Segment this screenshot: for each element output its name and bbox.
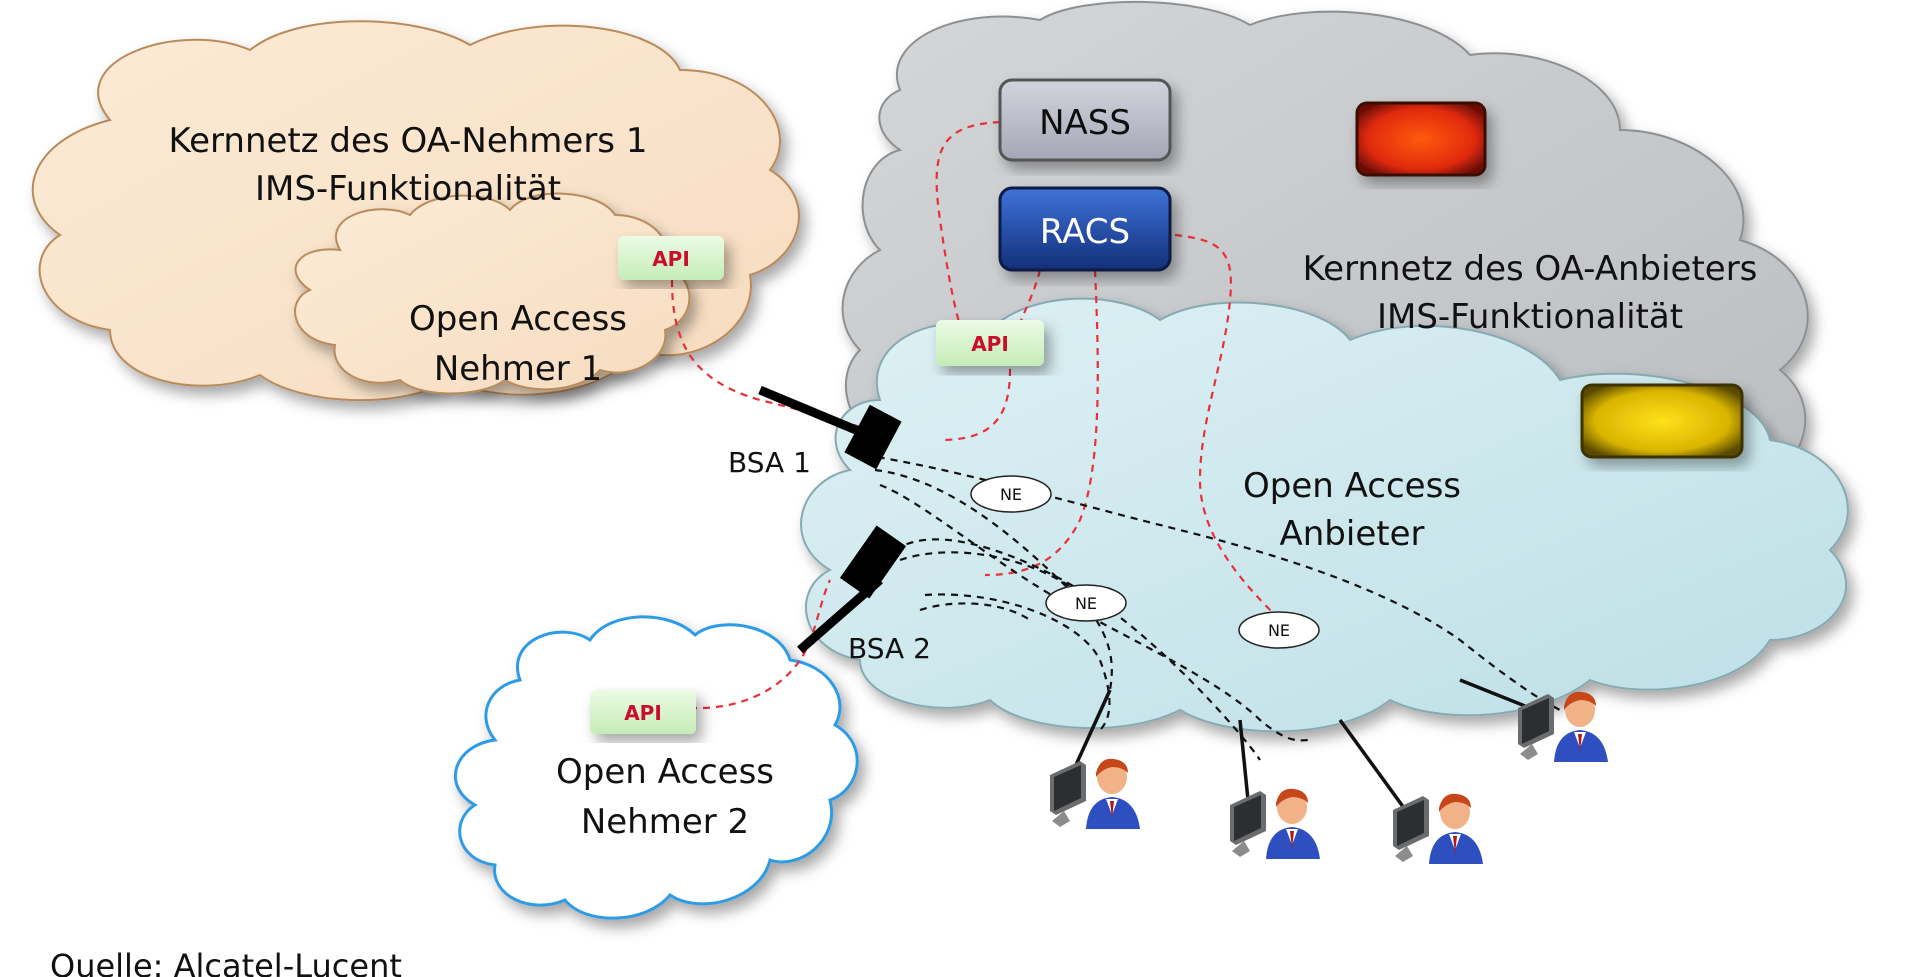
user-icon xyxy=(1518,691,1608,762)
red-function-box xyxy=(1355,101,1487,177)
label-oa-nehmer1: Open Access Nehmer 1 xyxy=(409,299,627,389)
oa-nehmer1-core-subtitle: IMS-Funktionalität xyxy=(255,169,561,209)
signal-lines xyxy=(670,120,1281,710)
api-badge-anbieter: API xyxy=(936,320,1044,366)
api-label: API xyxy=(971,332,1009,356)
oa-nehmer2-subtitle: Nehmer 2 xyxy=(581,802,749,842)
yellow-function-box xyxy=(1580,383,1744,459)
user-icon xyxy=(1230,788,1320,859)
bsa1-connector xyxy=(844,404,902,470)
oa-anbieter-subtitle: Anbieter xyxy=(1280,514,1425,554)
label-oa-anbieter: Open Access Anbieter xyxy=(1243,466,1461,554)
oa-nehmer1-title: Open Access xyxy=(409,299,627,339)
bsa2-label: BSA 2 xyxy=(848,632,931,665)
user-icon xyxy=(1393,793,1483,864)
label-oa-nehmer2: Open Access Nehmer 2 xyxy=(556,752,774,842)
racs-box: RACS xyxy=(998,186,1172,272)
cloud-oa-nehmer1 xyxy=(294,192,691,395)
racs-label: RACS xyxy=(1040,212,1130,252)
user-icon xyxy=(1050,758,1140,829)
api-badge-nehmer1: API xyxy=(618,236,724,280)
oa-anbieter-core-title: Kernnetz des OA-Anbieters xyxy=(1303,249,1758,289)
ne-label: NE xyxy=(1268,621,1290,640)
oa-anbieter-core-subtitle: IMS-Funktionalität xyxy=(1377,297,1683,337)
ne-label: NE xyxy=(1075,594,1097,613)
api-badge-nehmer2: API xyxy=(590,690,696,734)
oa-anbieter-title: Open Access xyxy=(1243,466,1461,506)
nass-box: NASS xyxy=(998,78,1172,162)
bsa2-connector xyxy=(839,525,907,599)
api-label: API xyxy=(652,247,690,271)
ne-label: NE xyxy=(1000,485,1022,504)
cloud-oa-nehmer2 xyxy=(453,615,859,920)
oa-nehmer2-title: Open Access xyxy=(556,752,774,792)
source-note: Quelle: Alcatel-Lucent xyxy=(50,947,402,977)
ne-node-3: NE xyxy=(1238,611,1320,649)
ne-node-1: NE xyxy=(970,475,1052,513)
bsa1-label: BSA 1 xyxy=(728,446,811,479)
api-label: API xyxy=(624,701,662,725)
oa-nehmer1-core-title: Kernnetz des OA-Nehmers 1 xyxy=(169,121,648,161)
nass-label: NASS xyxy=(1039,103,1131,143)
label-oa-anbieter-core: Kernnetz des OA-Anbieters IMS-Funktional… xyxy=(1303,249,1758,337)
ne-node-2: NE xyxy=(1045,584,1127,622)
label-oa-nehmer1-core: Kernnetz des OA-Nehmers 1 IMS-Funktional… xyxy=(169,121,648,209)
oa-nehmer1-subtitle: Nehmer 1 xyxy=(434,349,602,389)
